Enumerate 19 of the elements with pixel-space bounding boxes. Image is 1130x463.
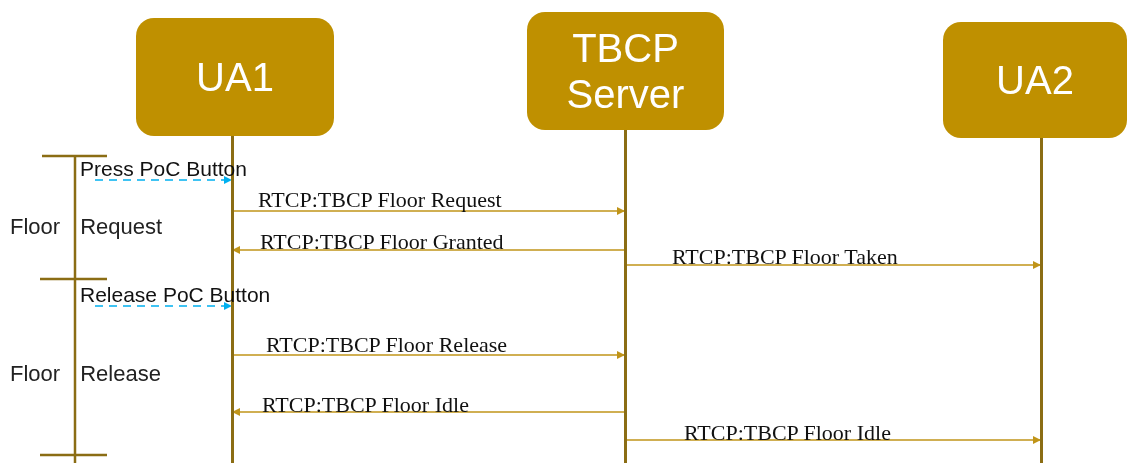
message-label: RTCP:TBCP Floor Idle (684, 419, 891, 447)
phase-label: Floor Request (10, 213, 163, 241)
message-label: RTCP:TBCP Floor Idle (262, 391, 469, 419)
message-arrow (624, 436, 1041, 444)
message-arrow (94, 302, 232, 310)
message-label: RTCP:TBCP Floor Request (258, 186, 502, 214)
participant-name: UA2 (996, 57, 1074, 103)
message-arrow (232, 408, 626, 416)
message-label: RTCP:TBCP Floor Release (266, 331, 508, 359)
message-arrow (94, 176, 232, 184)
phase-label: Floor Release (10, 360, 161, 388)
participant-name: UA1 (196, 54, 274, 100)
message-label: RTCP:TBCP Floor Taken (672, 243, 898, 271)
message-arrow (231, 207, 625, 215)
message-arrow (232, 246, 626, 254)
message-label: RTCP:TBCP Floor Granted (260, 228, 504, 256)
message-arrow (624, 261, 1041, 269)
message-arrow (231, 351, 625, 359)
participant-name: TBCP Server (565, 25, 686, 117)
